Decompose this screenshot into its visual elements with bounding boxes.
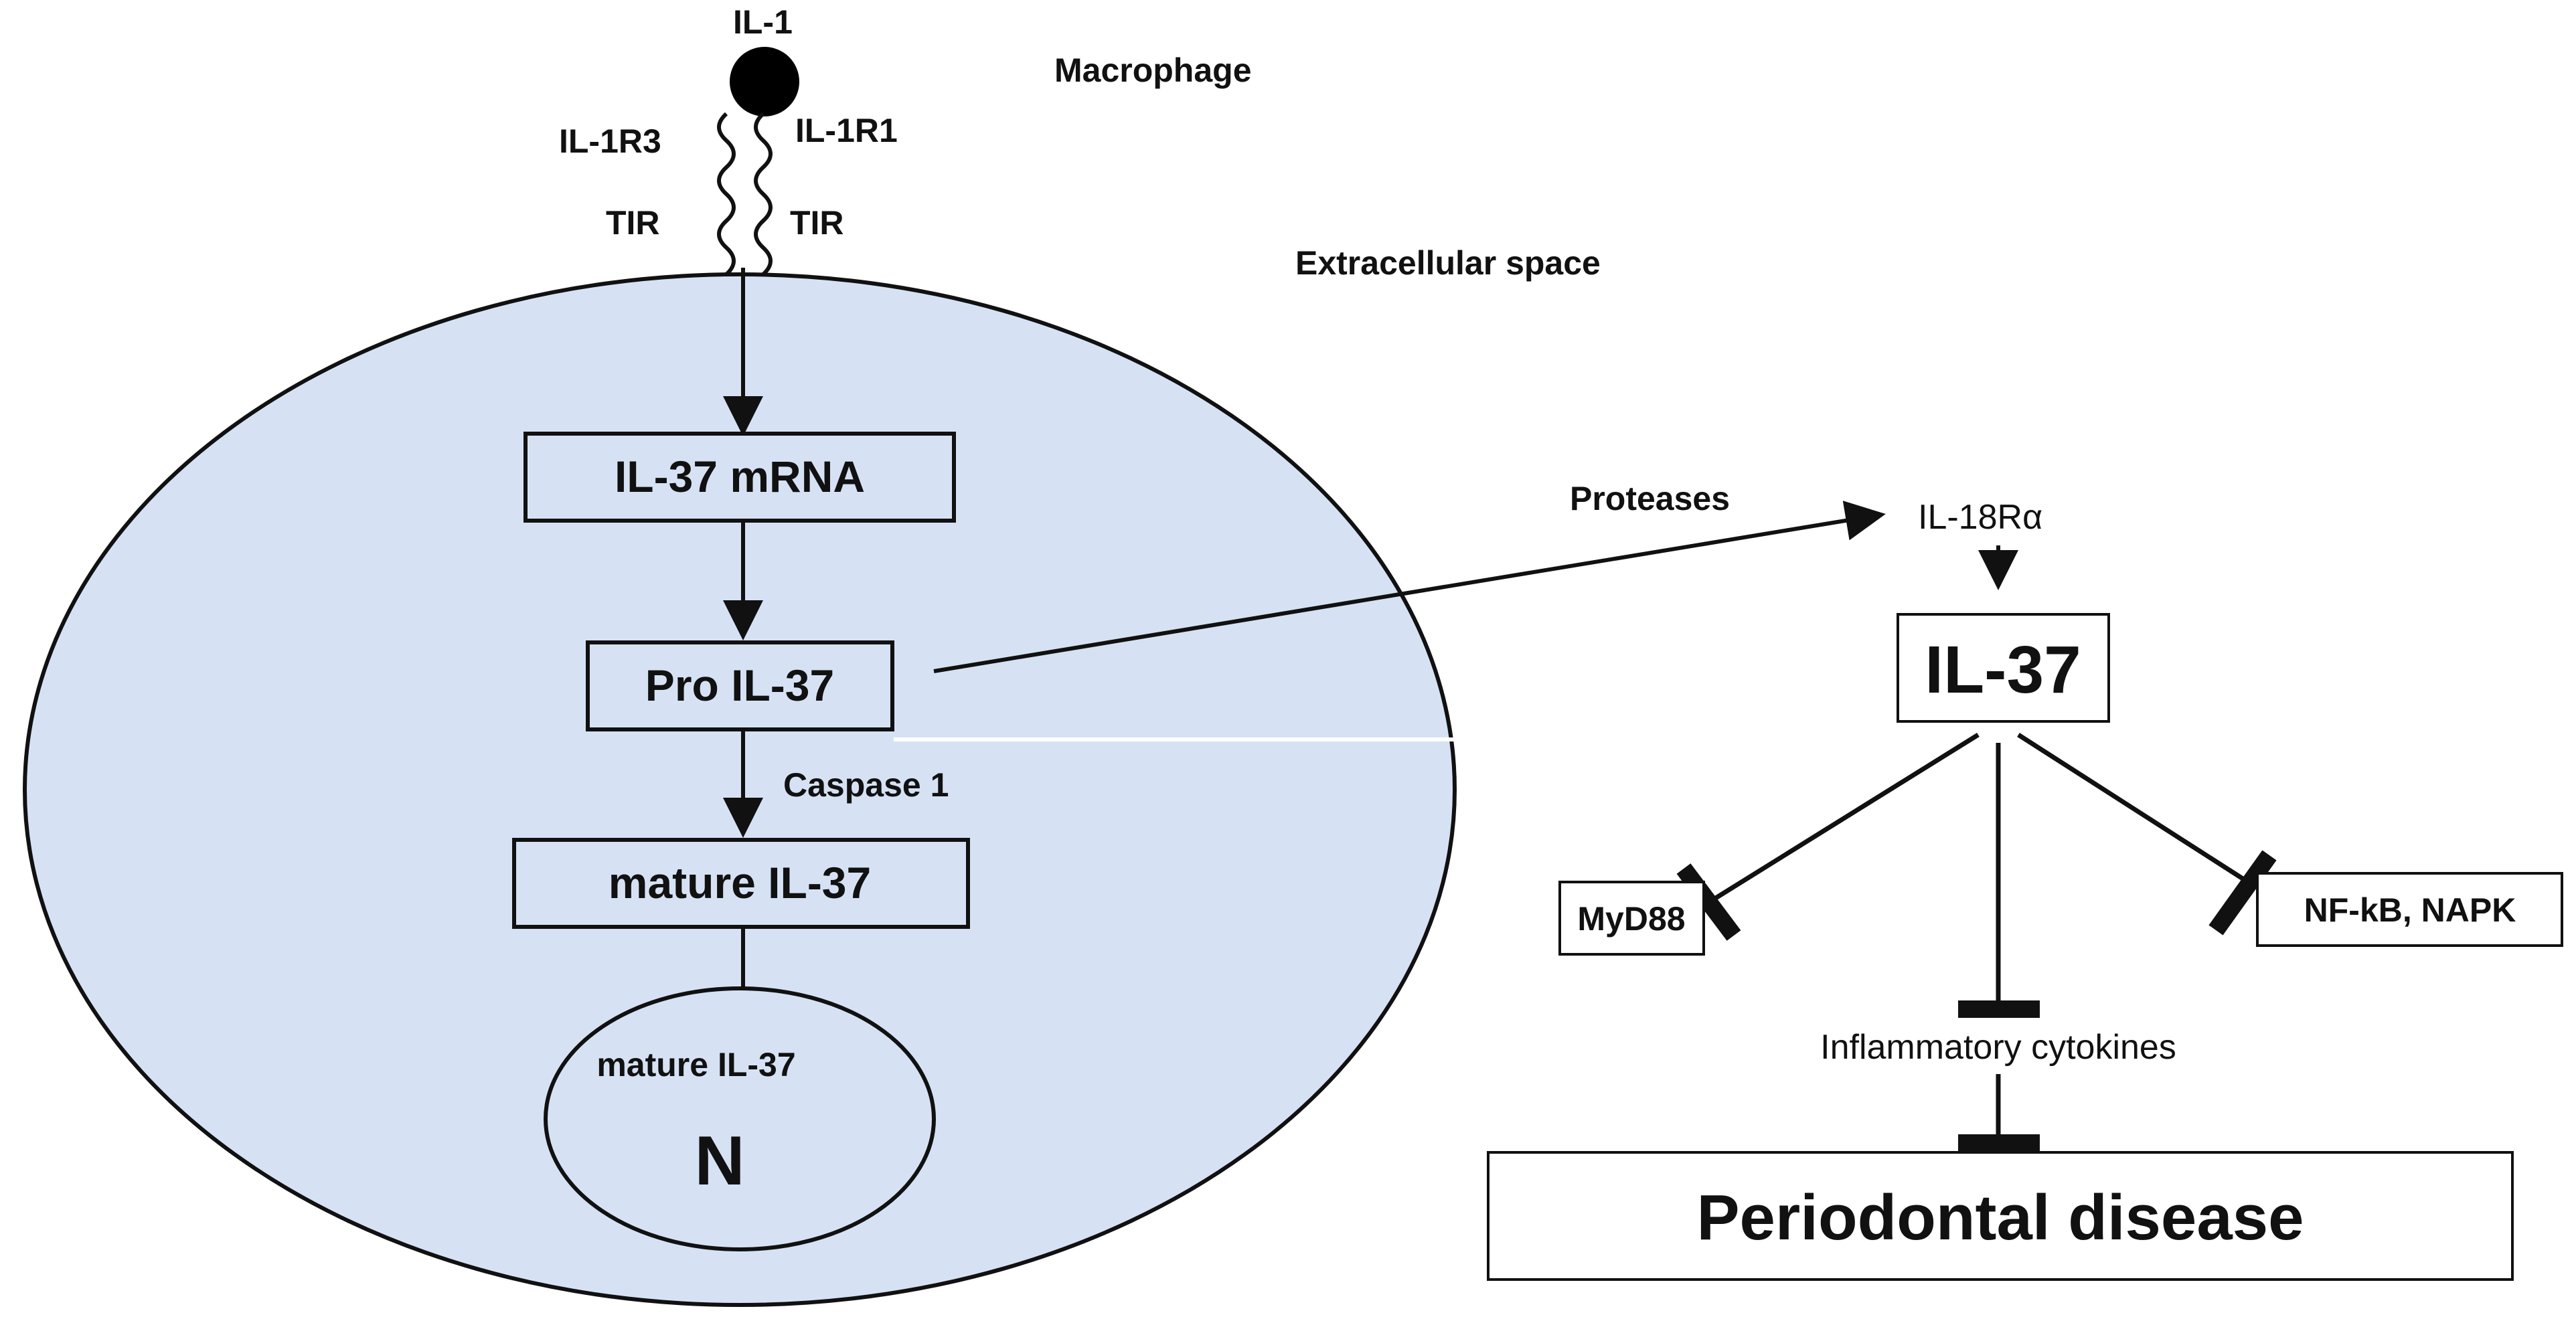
pro-il37-text: Pro IL-37 xyxy=(645,661,834,710)
inflammatory-label: Inflammatory cytokines xyxy=(1820,1028,2176,1067)
il37-text: IL-37 xyxy=(1925,632,2081,707)
mature-il37-box xyxy=(512,838,970,929)
il1r1-label: IL-1R1 xyxy=(795,112,898,149)
il1-label: IL-1 xyxy=(733,3,793,41)
nfkb-box xyxy=(2256,872,2563,947)
mature-il37-text: mature IL-37 xyxy=(609,858,871,907)
il37-mrna-box xyxy=(524,432,956,523)
macrophage-label: Macrophage xyxy=(1054,52,1252,89)
proteases-label: Proteases xyxy=(1570,480,1730,517)
nucleus-mature-il37-label: mature IL-37 xyxy=(596,1046,795,1083)
inhibit-bar-myd88 xyxy=(1676,863,1741,941)
il1-ligand-icon xyxy=(730,47,799,116)
nucleus-letter: N xyxy=(694,1122,744,1200)
pro-il37-box xyxy=(586,640,894,731)
nfkb-text: NF-kB, NAPK xyxy=(2304,891,2516,929)
myd88-text: MyD88 xyxy=(1577,900,1685,938)
nucleus xyxy=(544,986,936,1251)
il18ra-label: IL-18Rα xyxy=(1918,498,2042,537)
macrophage-cell xyxy=(23,272,1457,1307)
caspase-label: Caspase 1 xyxy=(783,766,949,804)
arrow-pro-to-il18ra xyxy=(933,501,1886,673)
myd88-box xyxy=(1558,881,1705,956)
il1r1-receptor-icon xyxy=(754,112,773,276)
inhibit-line-nfkb xyxy=(2017,733,2249,884)
periodontal-text: Periodontal disease xyxy=(1697,1182,2304,1253)
extracellular-label: Extracellular space xyxy=(1295,244,1601,282)
il37-box xyxy=(1897,613,2110,723)
il37-mrna-text: IL-37 mRNA xyxy=(615,452,865,501)
tir-left-label: TIR xyxy=(606,204,660,242)
periodontal-box xyxy=(1487,1151,2514,1281)
inhibit-bar-nfkb xyxy=(2208,850,2277,936)
il1r3-label: IL-1R3 xyxy=(559,122,661,160)
tir-right-label: TIR xyxy=(790,204,844,242)
il1r3-receptor-icon xyxy=(717,112,736,276)
inhibit-line-myd88 xyxy=(1711,733,1980,902)
